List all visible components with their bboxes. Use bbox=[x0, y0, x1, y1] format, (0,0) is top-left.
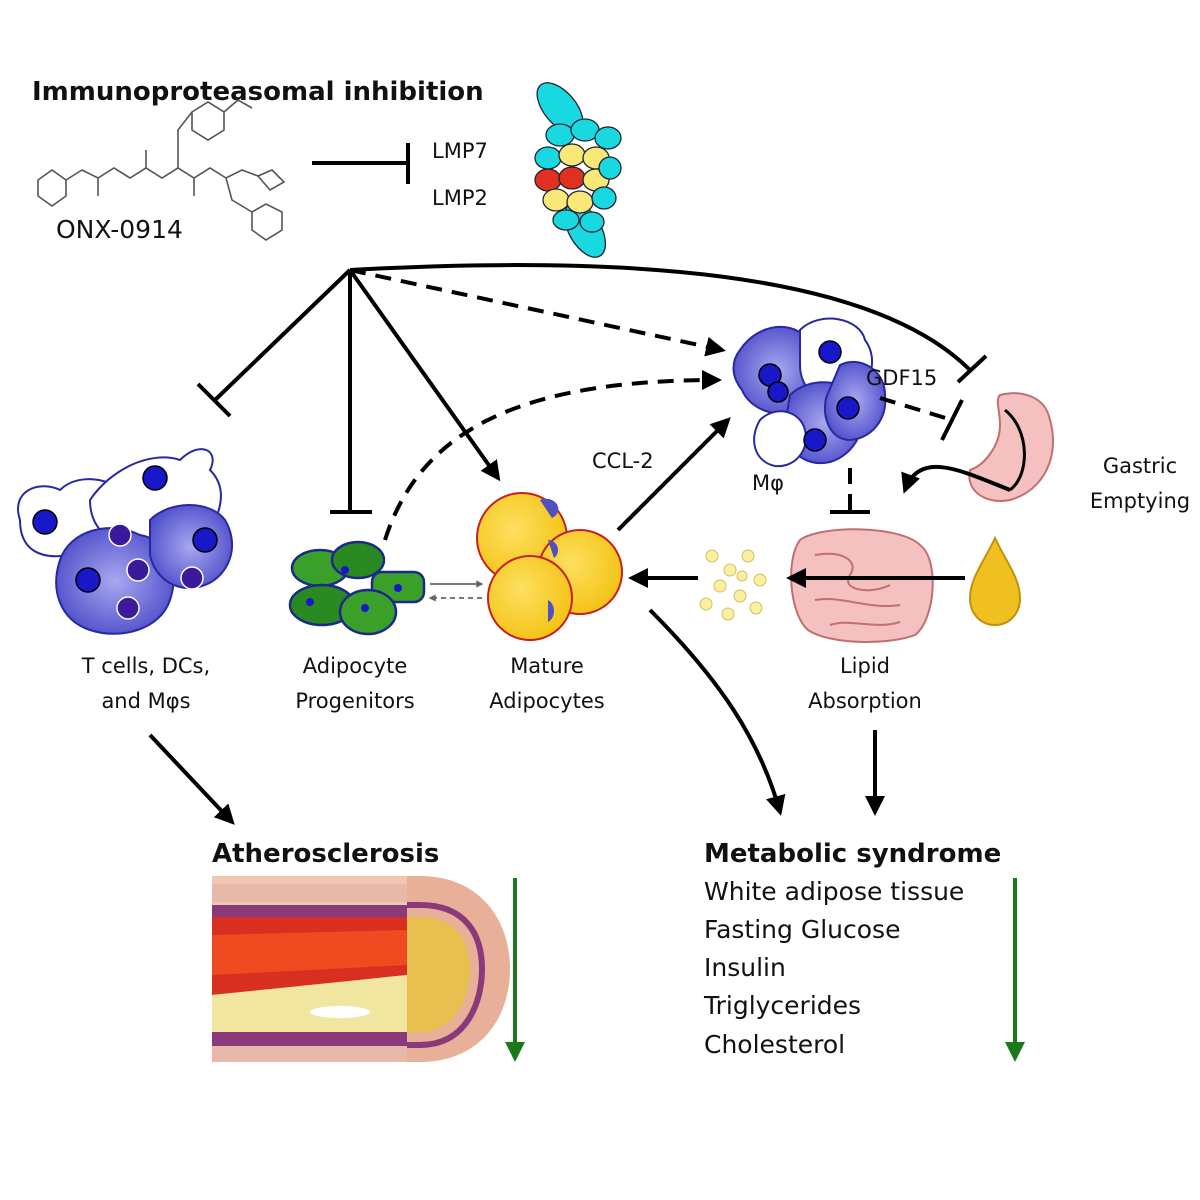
tcells-label-line1: T cells, DCs, bbox=[81, 654, 210, 678]
gastric-emptying-arrow bbox=[901, 464, 1011, 494]
adipocyte-progenitors-icon bbox=[288, 540, 426, 636]
tcells-label-line2: and Mφs bbox=[101, 689, 190, 713]
metabolic-item: Fasting Glucose bbox=[704, 915, 900, 944]
progenitors-label-line1: Adipocyte bbox=[303, 654, 407, 678]
target-lmp2: LMP2 bbox=[432, 186, 488, 210]
drug-inhibits-proteasome bbox=[312, 143, 410, 184]
target-lmp7: LMP7 bbox=[432, 139, 488, 163]
mature-label-line2: Adipocytes bbox=[489, 689, 604, 713]
progenitor-to-macrophage-arrow bbox=[383, 370, 722, 541]
mature-adipocytes-icon bbox=[476, 492, 623, 641]
ccl2-label: CCL-2 bbox=[592, 449, 654, 473]
lipid-label-line1: Lipid bbox=[840, 654, 890, 678]
immune-to-athero-arrow bbox=[148, 733, 235, 825]
athero-title: Atherosclerosis bbox=[212, 839, 439, 869]
drug-name: ONX-0914 bbox=[56, 215, 183, 244]
lipid-label-line2: Absorption bbox=[808, 689, 922, 713]
hub-connections bbox=[196, 263, 988, 514]
metabolic-item: Insulin bbox=[704, 953, 786, 982]
metabolic-title: Metabolic syndrome bbox=[704, 839, 1001, 869]
macrophage-label: Mφ bbox=[752, 471, 784, 495]
artery-icon bbox=[212, 876, 510, 1062]
mature-label-line1: Mature bbox=[510, 654, 584, 678]
metabolic-item: White adipose tissue bbox=[704, 877, 964, 906]
stomach-icon bbox=[968, 392, 1055, 502]
progenitors-label-line2: Progenitors bbox=[295, 689, 414, 713]
figure-title: Immunoproteasomal inhibition bbox=[32, 77, 484, 107]
lipid-particles-icon bbox=[699, 549, 767, 621]
adipocyte-to-metabolic-arrow bbox=[648, 608, 786, 816]
metabolic-item: Cholesterol bbox=[704, 1030, 845, 1059]
macrophage-cluster-icon bbox=[732, 317, 887, 468]
immunoproteasome-icon bbox=[534, 82, 622, 258]
gdf15-label: GDF15 bbox=[866, 366, 937, 390]
intestine-icon bbox=[790, 528, 934, 643]
metabolic-item: Triglycerides bbox=[703, 991, 861, 1020]
lipid-drop-icon bbox=[968, 535, 1022, 627]
gdf15-inhibits-gastric-arrow bbox=[879, 396, 953, 422]
gastric-label-line2: Emptying bbox=[1090, 489, 1190, 513]
gastric-label-line1: Gastric bbox=[1103, 454, 1177, 478]
onx-0914-structure bbox=[37, 99, 286, 241]
ccl2-arrow bbox=[616, 417, 731, 532]
immune-cells-icon bbox=[17, 448, 234, 635]
